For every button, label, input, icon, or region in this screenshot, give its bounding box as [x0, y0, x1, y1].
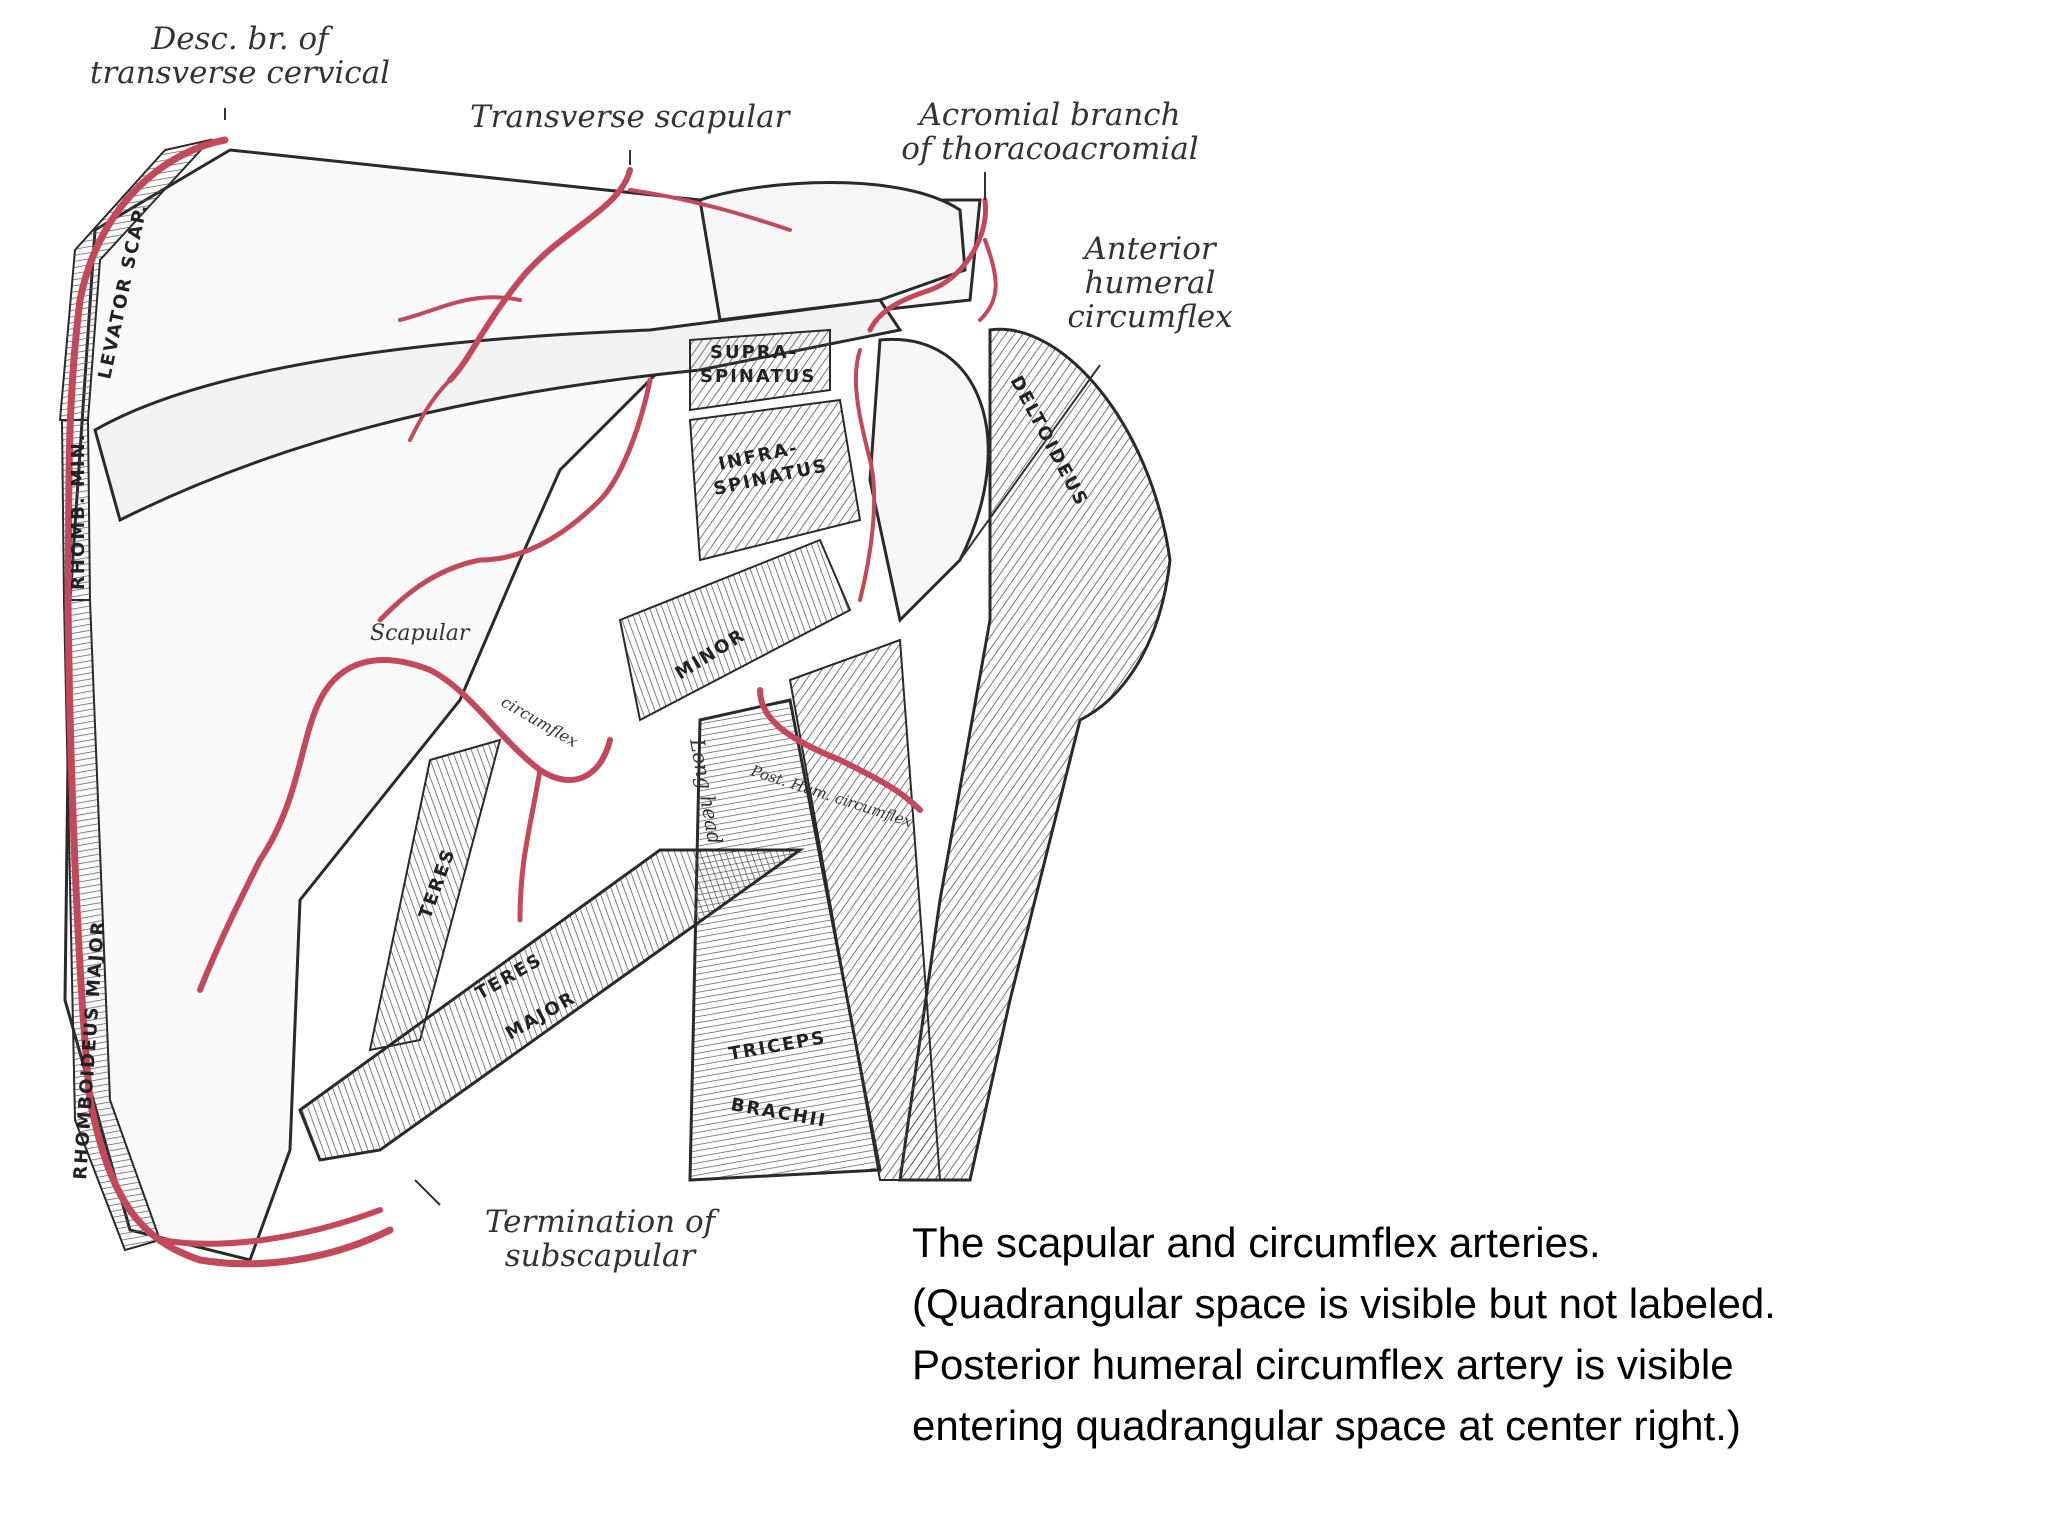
anterior-humeral-circumflex — [978, 238, 998, 322]
anatomy-illustration: LEVATOR SCAP. RHOMB. MIN. RHOMBOIDEUS MA… — [58, 108, 1172, 1268]
anterior-humeral-label: Anterior humeral circumflex — [1067, 231, 1233, 335]
acromion — [698, 181, 967, 322]
caption-line-1: The scapular and circumflex arteries. — [912, 1219, 1601, 1266]
teres-minor — [618, 538, 852, 722]
leader-lines — [224, 108, 1101, 1206]
caption-line-4: entering quadrangular space at center ri… — [912, 1402, 1741, 1449]
transverse-scapular-label: Transverse scapular — [470, 99, 790, 135]
deltoid — [898, 327, 1172, 1182]
teres-major — [298, 848, 805, 1162]
supraspinatus-label-2: SPINATUS — [700, 366, 816, 387]
transverse-scapular-branches — [398, 188, 792, 442]
scapular-artery-label: Scapular — [370, 621, 471, 646]
transverse-scapular-artery — [447, 167, 633, 383]
acromial-branch-label: Acromial branch of thoracoacromial — [901, 97, 1199, 167]
infraspinatus — [688, 398, 862, 562]
desc-br-label: Desc. br. of transverse cervical — [89, 21, 391, 91]
phc-upper — [853, 348, 877, 602]
termination-subscapular — [157, 1207, 383, 1247]
humerus-head — [868, 337, 990, 624]
caption-line-2: (Quadrangular space is visible but not l… — [912, 1280, 1776, 1327]
figure-caption: The scapular and circumflex arteries. (Q… — [912, 1212, 2012, 1456]
caption-line-3: Posterior humeral circumflex artery is v… — [912, 1341, 1734, 1388]
supraspinatus — [689, 328, 831, 412]
triceps-lateral — [788, 638, 942, 1181]
arteries — [64, 136, 998, 1268]
acromial-branch — [867, 197, 989, 333]
suprascapular-down — [377, 377, 653, 623]
termination-subscapular-label: Termination of subscapular — [484, 1204, 716, 1274]
scapular-branch-lower — [517, 767, 543, 923]
posterior-humeral-circumflex — [757, 687, 923, 813]
supraspinatus-label-1: SUPRA- — [710, 342, 798, 363]
rhomboid-minor-label: RHOMB. MIN. — [68, 433, 89, 590]
descending-branch-transverse-cervical — [64, 136, 394, 1268]
